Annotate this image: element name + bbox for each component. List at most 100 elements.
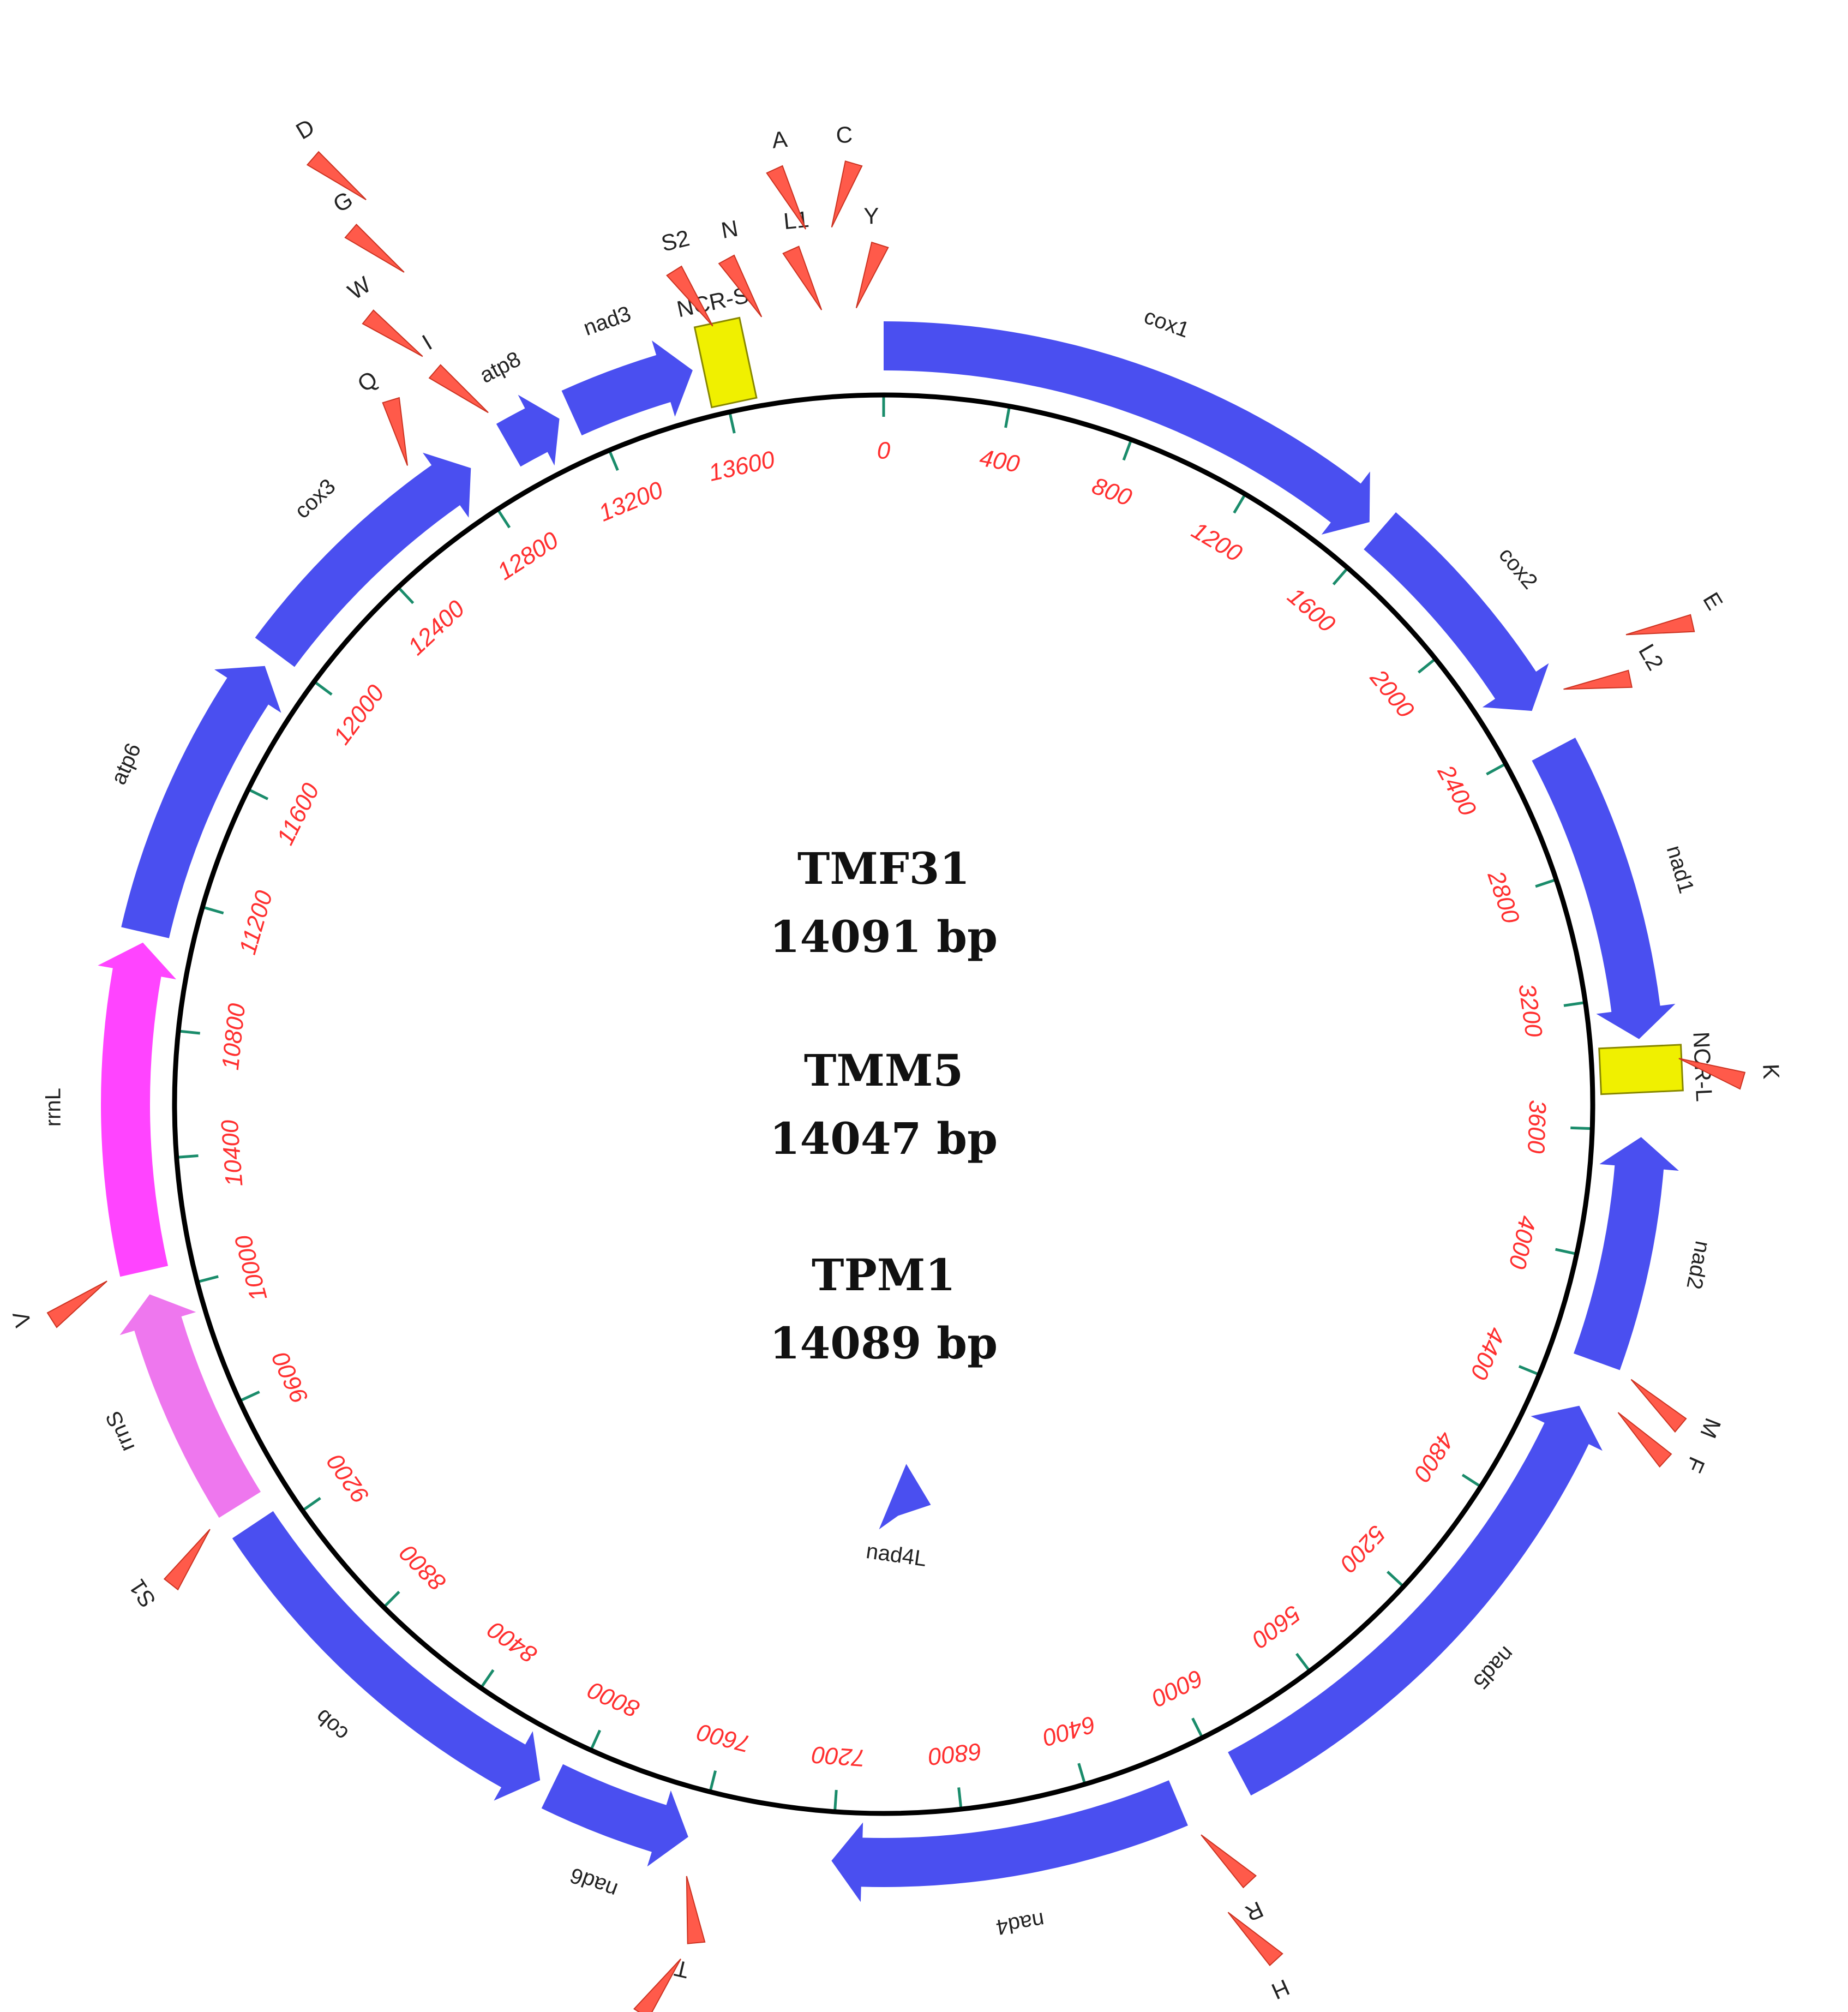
- tick-label: 2400: [1432, 760, 1481, 821]
- tick-mark: [1295, 1652, 1310, 1670]
- trna-label-r: R: [1241, 1896, 1267, 1926]
- gene-label-cox1: cox1: [1141, 304, 1192, 343]
- tick-label: 800: [1088, 472, 1135, 512]
- tick-mark: [1486, 763, 1505, 776]
- tick-mark: [204, 906, 224, 915]
- trna-marker-v: [46, 1280, 107, 1328]
- trna-marker-p: [633, 1959, 681, 2012]
- trna-label-y: Y: [863, 203, 879, 229]
- gene-label-cob: cob: [311, 1704, 353, 1746]
- gene-label-rrnl: rrnL: [41, 1088, 65, 1127]
- tick-label: 6400: [1040, 1710, 1099, 1751]
- tick-mark: [1004, 408, 1011, 428]
- gene-label-nad6: nad6: [567, 1863, 621, 1902]
- trna-marker-h: [1227, 1912, 1283, 1966]
- tick-mark: [1535, 879, 1555, 888]
- trna-marker-s1: [163, 1529, 211, 1591]
- tick-label: 3600: [1522, 1099, 1551, 1154]
- genome-name-3: TPM1: [812, 1249, 956, 1301]
- inner-genes: nad4L: [865, 1464, 931, 1571]
- gene-arrow-nad4l: [879, 1464, 931, 1530]
- trna-label-n: N: [719, 215, 740, 244]
- tick-label: 9200: [322, 1449, 375, 1508]
- tick-label: 10800: [217, 1002, 250, 1071]
- tick-mark: [1233, 495, 1245, 514]
- trna-marker-n: [718, 254, 763, 318]
- tick-label: 1200: [1187, 517, 1247, 567]
- trna-marker-g: [344, 224, 405, 273]
- trna-label-l2: L2: [1634, 639, 1669, 674]
- tick-mark: [315, 681, 333, 696]
- tick-label: 7200: [811, 1741, 867, 1771]
- tick-label: 10000: [230, 1232, 272, 1303]
- trna-label-a: A: [771, 126, 789, 153]
- trna-label-q: Q: [353, 366, 382, 397]
- gene-label-nad4: nad4: [994, 1908, 1046, 1939]
- trna-marker-w: [362, 309, 423, 357]
- gene-label-atp6: atp6: [106, 740, 146, 788]
- tick-label: 4800: [1408, 1427, 1459, 1487]
- trna-marker-s2: [666, 265, 713, 327]
- trna-label-i: I: [418, 330, 436, 355]
- gene-arrow-atp6: [121, 666, 281, 938]
- tick-mark: [384, 1590, 400, 1607]
- tick-mark: [241, 1390, 260, 1402]
- tick-mark: [497, 510, 511, 529]
- tick-mark: [590, 1729, 602, 1749]
- trna-label-e: E: [1698, 588, 1728, 614]
- trna-marker-f: [1617, 1412, 1672, 1468]
- tick-label: 5600: [1246, 1600, 1305, 1654]
- genome-name-1: TMF31: [797, 843, 970, 894]
- trna-marker-l1: [782, 245, 823, 310]
- gene-label-nad3: nad3: [580, 302, 634, 340]
- gene-arrow-cox2: [1364, 512, 1549, 711]
- trna-marker-y: [855, 241, 889, 309]
- gene-arrow-rrnl: [98, 942, 177, 1277]
- gene-arrows: cox1cox2nad1nad2nad5nad4nad6cobrrnSrrnLa…: [41, 302, 1714, 1939]
- tick-mark: [729, 414, 736, 434]
- genome-backbone-circle: [172, 392, 1595, 1816]
- trna-label-d: D: [291, 114, 319, 145]
- tick-mark: [1077, 1763, 1086, 1783]
- tick-label: 11200: [234, 887, 278, 957]
- tick-label: 3200: [1513, 982, 1547, 1039]
- tick-mark: [1191, 1717, 1203, 1736]
- gene-arrow-cob: [232, 1511, 541, 1801]
- trna-marker-l2: [1563, 669, 1633, 690]
- genome-size-3: 14089 bp: [770, 1318, 998, 1369]
- trna-label-w: W: [343, 271, 375, 304]
- tick-label: 12800: [493, 526, 563, 585]
- gene-label-nad5: nad5: [1468, 1642, 1519, 1693]
- gene-arrow-nad2: [1574, 1137, 1679, 1370]
- genome-size-1: 14091 bp: [770, 911, 998, 962]
- gene-arrow-nad4: [831, 1780, 1188, 1902]
- tick-mark: [709, 1770, 717, 1791]
- tick-label: 0: [877, 438, 891, 464]
- gene-arrow-cox1: [884, 321, 1370, 535]
- tick-label: 11600: [272, 779, 325, 849]
- tick-mark: [249, 789, 269, 800]
- genome-name-block: TMF31 14091 bp TMM5 14047 bp TPM1 14089 …: [770, 843, 998, 1369]
- tick-label: 10400: [216, 1118, 248, 1187]
- trna-label-s1: S1: [124, 1575, 161, 1613]
- gene-arrow-cox3: [255, 452, 471, 667]
- trna-label-h: H: [1268, 1974, 1293, 2004]
- tick-label: 13600: [706, 446, 778, 487]
- tick-label: 9600: [267, 1348, 314, 1408]
- tick-mark: [199, 1275, 219, 1283]
- gene-label-nad1: nad1: [1662, 843, 1699, 896]
- trna-marker-t: [686, 1876, 706, 1944]
- trna-marker-q: [382, 397, 408, 466]
- tick-label: 7600: [694, 1718, 753, 1758]
- tick-label: 8400: [483, 1616, 542, 1668]
- tick-mark: [1387, 1571, 1403, 1586]
- gene-label-cox2: cox2: [1494, 543, 1542, 594]
- trna-marker-e: [1625, 614, 1695, 636]
- trna-marker-k: [1678, 1058, 1746, 1090]
- gene-arrow-atp8: [496, 394, 560, 467]
- tick-label: 2000: [1365, 664, 1420, 723]
- trna-marker-r: [1201, 1834, 1257, 1889]
- tick-label: 6000: [1147, 1664, 1207, 1712]
